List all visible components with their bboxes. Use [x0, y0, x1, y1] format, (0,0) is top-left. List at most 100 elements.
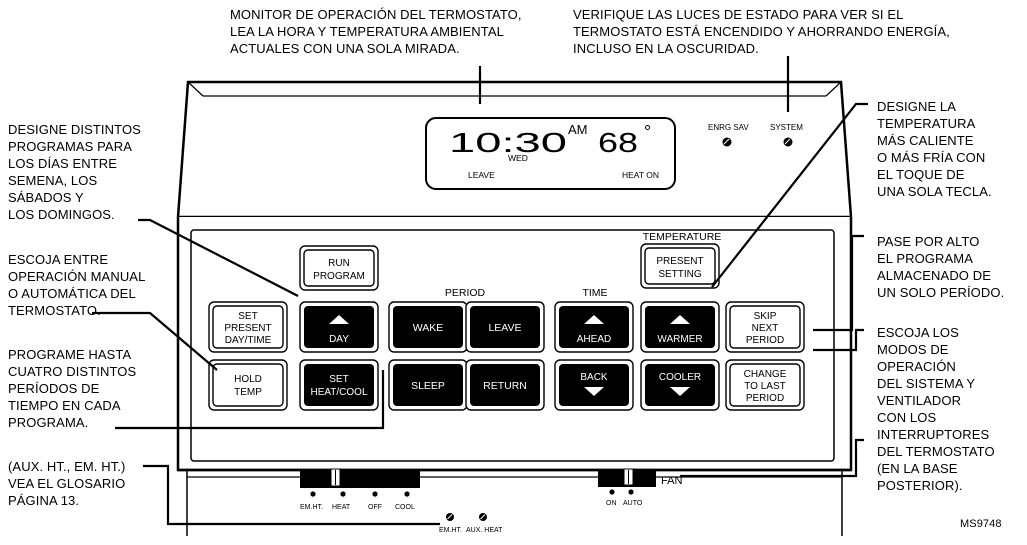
- callout-programs: DESIGNE DISTINTOS PROGRAMAS PARA LOS DÍA…: [8, 122, 141, 222]
- hold-temp-line-2: TEMP: [234, 387, 262, 398]
- set-heat-cool-line-1: SET: [329, 374, 348, 385]
- set-heat-cool-line-2: HEAT/COOL: [310, 387, 367, 398]
- hold-temp-line-1: HOLD: [234, 374, 262, 385]
- leader-programs: [138, 218, 299, 297]
- change-line-1: CHANGE: [744, 369, 787, 380]
- skip-next-period-button[interactable]: SKIP NEXT PERIOD: [725, 301, 805, 353]
- keypad: RUN PROGRAM PRESENT SETTING SET PRESENT …: [208, 243, 805, 411]
- skip-line-2: NEXT: [752, 323, 779, 334]
- skip-line-3: PERIOD: [746, 335, 784, 346]
- warmer-label: WARMER: [657, 334, 702, 345]
- leader-aux: [143, 464, 440, 526]
- leader-lines: [92, 56, 868, 526]
- fan-on-dot: [609, 489, 615, 495]
- figure-code: MS9748: [960, 518, 1002, 530]
- system-light-icon: [783, 137, 793, 147]
- leave-label: LEAVE: [488, 322, 521, 334]
- aux-heat-light-label: AUX. HEAT: [466, 527, 503, 534]
- day-label: DAY: [329, 334, 349, 345]
- cooler-button[interactable]: COOLER: [640, 359, 720, 411]
- system-label: SYSTEM: [770, 123, 803, 132]
- display-heat-on: HEAT ON: [622, 170, 659, 180]
- heat-position-dot: [340, 491, 346, 497]
- off-position-dot: [372, 491, 378, 497]
- em-ht-position-label: EM.HT.: [300, 504, 323, 511]
- leader-temperature: [711, 102, 868, 288]
- callout-modes: ESCOJA LOS MODOS DE OPERACIÓN DEL SISTEM…: [877, 325, 995, 493]
- off-position-label: OFF: [368, 504, 382, 511]
- day-button[interactable]: DAY: [299, 301, 379, 353]
- sleep-button[interactable]: SLEEP: [388, 359, 468, 411]
- set-present-line-1: SET: [238, 311, 257, 322]
- fan-switch[interactable]: FAN ON AUTO: [598, 468, 682, 507]
- display-ampm: AM: [568, 122, 588, 137]
- down-arrow-icon: [670, 387, 690, 396]
- up-arrow-icon: [584, 315, 604, 324]
- leader-manual: [92, 311, 218, 371]
- group-labels: TEMPERATURE PERIOD TIME: [445, 231, 721, 299]
- return-button[interactable]: RETURN: [465, 359, 545, 411]
- cooler-label: COOLER: [659, 372, 701, 383]
- set-present-line-2: PRESENT: [224, 323, 271, 334]
- lcd-display: 10:30 AM 68 ° WED LEAVE HEAT ON: [425, 117, 676, 190]
- skip-line-1: SKIP: [754, 311, 777, 322]
- callout-manual: ESCOJA ENTRE OPERACIÓN MANUAL O AUTOMÁTI…: [8, 252, 146, 318]
- time-back-button[interactable]: BACK: [554, 359, 634, 411]
- callout-monitor: MONITOR DE OPERACIÓN DEL TERMOSTATO, LEA…: [230, 7, 522, 56]
- callout-status: VERIFIQUE LAS LUCES DE ESTADO PARA VER S…: [573, 7, 950, 56]
- run-program-button[interactable]: RUN PROGRAM: [299, 245, 379, 291]
- leader-fan: [680, 438, 864, 478]
- callout-aux: (AUX. HT., EM. HT.) VEA EL GLOSARIO PÁGI…: [8, 459, 126, 508]
- time-ahead-button[interactable]: AHEAD: [554, 301, 634, 353]
- change-line-3: PERIOD: [746, 393, 784, 404]
- period-group-label: PERIOD: [445, 287, 486, 299]
- leave-button[interactable]: LEAVE: [465, 301, 545, 353]
- sleep-label: SLEEP: [411, 380, 445, 392]
- energy-saving-light-icon: [722, 137, 732, 147]
- cool-position-label: COOL: [395, 504, 415, 511]
- wake-button[interactable]: WAKE: [388, 301, 468, 353]
- em-ht-position-dot: [310, 491, 316, 497]
- fan-on-label: ON: [606, 500, 617, 507]
- set-heat-cool-button[interactable]: SET HEAT/COOL: [299, 359, 379, 411]
- present-setting-button[interactable]: PRESENT SETTING: [640, 243, 720, 289]
- status-lights: ENRG SAV SYSTEM: [708, 123, 803, 147]
- temperature-group-label: TEMPERATURE: [643, 231, 722, 243]
- heat-indicator-lights: EM.HT. AUX. HEAT: [439, 513, 503, 534]
- down-arrow-icon: [584, 387, 604, 396]
- display-temp: 68: [598, 127, 638, 158]
- display-day: WED: [508, 153, 528, 163]
- cool-position-dot: [404, 491, 410, 497]
- fan-auto-label: AUTO: [623, 500, 643, 507]
- system-switch[interactable]: EM.HT. HEAT OFF COOL: [300, 468, 420, 511]
- up-arrow-icon: [329, 315, 349, 324]
- return-label: RETURN: [483, 380, 527, 392]
- change-to-last-period-button[interactable]: CHANGE TO LAST PERIOD: [725, 359, 805, 411]
- present-setting-line-2: SETTING: [658, 269, 702, 280]
- back-label: BACK: [580, 372, 608, 383]
- em-ht-light-label: EM.HT.: [439, 527, 462, 534]
- present-setting-line-1: PRESENT: [656, 256, 703, 267]
- leader-skip: [813, 234, 864, 332]
- energy-saving-label: ENRG SAV: [708, 123, 749, 132]
- fan-label: FAN: [661, 475, 682, 487]
- hold-temp-button[interactable]: HOLD TEMP: [208, 359, 288, 411]
- display-leave: LEAVE: [468, 170, 495, 180]
- leader-modes: [813, 328, 864, 352]
- run-program-line-2: PROGRAM: [313, 271, 365, 282]
- callout-periods: PROGRAME HASTA CUATRO DISTINTOS PERÍODOS…: [8, 347, 137, 430]
- time-group-label: TIME: [582, 287, 607, 299]
- set-present-daytime-button[interactable]: SET PRESENT DAY/TIME: [208, 301, 288, 353]
- run-program-line-1: RUN: [328, 258, 350, 269]
- heat-position-label: HEAT: [332, 504, 351, 511]
- display-degree: °: [644, 122, 651, 142]
- leader-periods: [115, 370, 385, 430]
- fan-auto-dot: [628, 489, 634, 495]
- wake-label: WAKE: [413, 322, 444, 334]
- set-present-line-3: DAY/TIME: [225, 335, 272, 346]
- warmer-button[interactable]: WARMER: [640, 301, 720, 353]
- change-line-2: TO LAST: [744, 381, 786, 392]
- display-time: 10:30: [449, 127, 567, 158]
